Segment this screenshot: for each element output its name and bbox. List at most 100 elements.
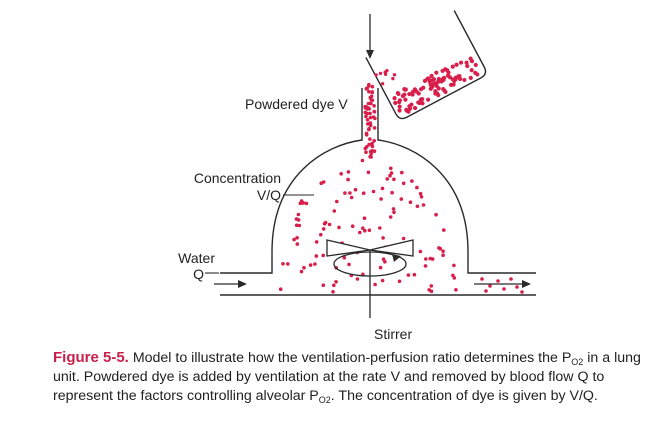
dye-particle (339, 172, 344, 176)
dye-particle (388, 173, 392, 178)
caption-text-3: . The concentration of dye is given by V… (330, 388, 598, 404)
dye-particle (441, 77, 446, 83)
dye-particle (520, 290, 524, 294)
dye-particle (381, 236, 385, 240)
dye-particle (436, 86, 441, 91)
dye-particle (440, 68, 445, 74)
dye-particle (369, 155, 373, 159)
falling-dye-stream (363, 69, 397, 159)
dye-particle (426, 97, 431, 102)
dye-particle (392, 73, 397, 77)
dye-particle (436, 93, 441, 98)
dye-particle (378, 265, 383, 270)
dye-particle (473, 70, 478, 75)
dye-particle (415, 185, 419, 190)
dye-particle (380, 278, 385, 283)
dye-particle (397, 104, 402, 109)
ventilation-perfusion-model-diagram: Powdered dye V Concentration V/Q Water Q… (178, 10, 536, 342)
dye-particle (350, 224, 355, 228)
dye-particle (296, 212, 301, 217)
dye-particle (364, 114, 368, 119)
dye-particle (302, 266, 306, 270)
dye-particle (331, 290, 335, 294)
dye-particle (370, 90, 374, 95)
dye-particle (369, 101, 373, 106)
dye-particle (321, 283, 326, 288)
dye-particle (343, 191, 347, 195)
dye-particle (397, 279, 402, 284)
dye-particle (400, 170, 404, 175)
dye-particle (388, 215, 393, 219)
dye-particle (313, 262, 317, 266)
dye-particle (496, 279, 500, 283)
dye-particle (469, 59, 475, 64)
dye-particle (369, 98, 374, 102)
dye-particle (464, 60, 469, 65)
dye-particle (370, 141, 374, 146)
dye-particle (362, 216, 367, 220)
dye-particle (327, 222, 332, 227)
dye-particle (393, 100, 398, 105)
stirrer-label: Stirrer (374, 326, 413, 342)
dye-particle (372, 104, 376, 108)
dye-particle (434, 70, 439, 75)
dye-particle (437, 246, 441, 250)
dye-particle (349, 195, 354, 200)
dye-particle (389, 166, 393, 171)
outflow-dye-particles (480, 277, 524, 294)
dye-particle (367, 127, 371, 132)
dye-particle (369, 94, 374, 99)
dye-particle (509, 277, 513, 281)
dye-particle (371, 115, 376, 119)
dye-particle (408, 200, 413, 204)
dye-particle (401, 181, 406, 186)
dye-particle (484, 289, 488, 293)
dye-particle (407, 91, 412, 97)
dye-particle (294, 223, 299, 228)
dye-particle (281, 262, 285, 266)
dye-beaker (365, 10, 487, 120)
dye-particle (372, 126, 377, 130)
dye-particle (321, 180, 326, 184)
caption-subscript-o-2: O (318, 395, 326, 405)
dye-particle (379, 197, 383, 201)
dye-particle (434, 81, 439, 86)
dye-particle (428, 82, 433, 87)
dye-particle (299, 199, 304, 203)
mixing-chamber-outline (220, 88, 536, 274)
dye-particle (502, 287, 506, 291)
dye-particle (308, 263, 313, 267)
dye-particle (385, 177, 390, 181)
dye-particle (374, 73, 378, 77)
dye-particle (378, 226, 382, 230)
dye-particle (418, 191, 423, 196)
dye-particle (361, 226, 365, 230)
figure-number: Figure 5-5. (53, 349, 129, 366)
dye-particle (429, 78, 434, 83)
dye-particle (373, 282, 377, 287)
dye-particle (297, 223, 302, 228)
dye-particle (390, 190, 394, 195)
dye-particle (397, 108, 402, 113)
water-label: Water (178, 250, 215, 266)
dye-particle (366, 106, 371, 110)
flow-label: Q (193, 266, 204, 282)
dye-particle (365, 118, 370, 122)
dye-particle (406, 273, 411, 277)
dye-particle (402, 92, 407, 97)
dye-particle (392, 96, 397, 101)
dye-particle (421, 203, 426, 207)
dye-particle (433, 88, 438, 94)
dye-particle (391, 76, 395, 81)
dye-particle (391, 207, 396, 211)
dye-particle (423, 264, 428, 268)
dye-particle (399, 197, 404, 201)
dye-particle (429, 73, 434, 78)
concentration-label: Concentration (193, 170, 281, 186)
dye-particle (416, 100, 421, 105)
dye-particle (458, 60, 464, 65)
dye-particle (418, 249, 423, 254)
dye-particle (370, 84, 375, 89)
caption-subscript-2: 2 (578, 357, 584, 367)
dye-particle (321, 227, 326, 231)
